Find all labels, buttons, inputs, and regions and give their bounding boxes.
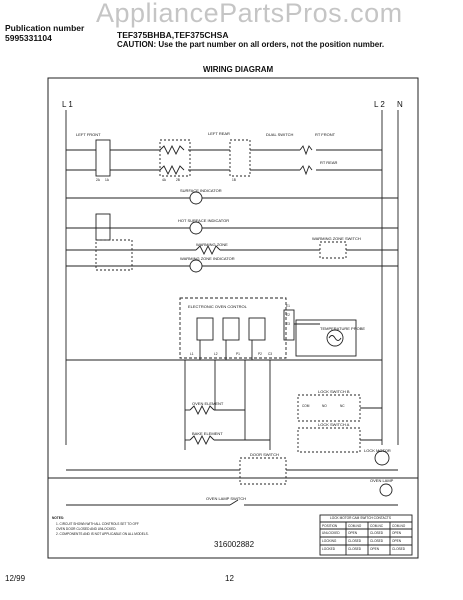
terminal-label: 2A <box>96 178 100 182</box>
label-left-rear: LEFT REAR <box>208 131 230 136</box>
lock-table-cell: UNLOCKED <box>322 531 340 535</box>
lock-table-header: COM-NC <box>370 524 384 528</box>
lock-table-cell: LOCKED <box>322 547 336 551</box>
label-bake-element: BAKE ELEMENT <box>192 431 223 436</box>
rail-label-l1: L 1 <box>62 100 73 109</box>
label-right-rear: RT REAR <box>320 160 338 165</box>
terminal-label: 4A <box>162 178 166 182</box>
lock-table-cell: CLOSED <box>348 539 362 543</box>
label-left-front: LEFT FRONT <box>76 132 101 137</box>
terminal-label: COM <box>302 404 310 408</box>
terminal-label: 1B <box>232 178 236 182</box>
lock-table-header: COM-NO <box>348 524 362 528</box>
label-warming-zone: WARMING ZONE <box>196 242 228 247</box>
diagram-title: WIRING DIAGRAM <box>203 65 274 74</box>
rail-label-n: N <box>397 100 403 109</box>
model-numbers: TEF375BHBA,TEF375CHSA <box>117 30 229 40</box>
lock-table-cell: OPEN <box>392 531 402 535</box>
terminal-label: C3 <box>268 352 273 356</box>
label-warming-zone-switch: WARMING ZONE SWITCH <box>312 236 361 241</box>
terminal-label: E2 <box>286 313 290 317</box>
terminal-label: L1 <box>190 352 194 356</box>
label-electronic-oven-control: ELECTRONIC OVEN CONTROL <box>188 304 247 309</box>
footer-date: 12/99 <box>5 574 26 583</box>
lock-table-cell: CLOSED <box>348 547 362 551</box>
publication-label: Publication number <box>5 23 85 33</box>
drawing-number: 316002882 <box>214 540 255 549</box>
label-dual-switch: DUAL SWITCH <box>266 132 294 137</box>
terminal-label: NO <box>322 404 327 408</box>
terminal-label: E1 <box>286 304 290 308</box>
label-surface-indicator: SURFACE INDICATOR <box>180 188 222 193</box>
caution-note: CAUTION: Use the part number on all orde… <box>117 40 385 49</box>
lock-table-cell: LOCKING <box>322 539 337 543</box>
label-lock-switch-a: LOCK SWITCH A <box>318 422 350 427</box>
label-oven-lamp-switch: OVEN LAMP SWITCH <box>206 496 247 501</box>
note-line: 1. CIRCUIT SHOWN WITH ALL CONTROLS SET T… <box>56 522 139 526</box>
lock-table-cell: CLOSED <box>370 531 384 535</box>
terminal-label: NC <box>340 404 345 408</box>
lock-table-title: LOCK MOTOR CAM SWITCH CONTACTS <box>330 516 391 520</box>
note-line: 2. COMPONENTS AND IS NOT APPLICABLE ON A… <box>56 532 149 536</box>
terminal-label: L2 <box>214 352 218 356</box>
lock-table-cell: OPEN <box>348 531 358 535</box>
lock-table-cell: CLOSED <box>392 547 406 551</box>
lock-table-cell: OPEN <box>370 547 380 551</box>
label-lock-motor: LOCK MOTOR <box>364 448 391 453</box>
terminal-label: E3 <box>286 322 290 326</box>
lock-table-cell: OPEN <box>392 539 402 543</box>
terminal-label: 1A <box>105 178 109 182</box>
publication-number: 5995331104 <box>5 33 52 43</box>
terminal-label: P2 <box>258 352 262 356</box>
label-right-front: RT FRONT <box>315 132 336 137</box>
label-warming-zone-indicator: WARMING ZONE INDICATOR <box>180 256 235 261</box>
label-hot-surface-indicator: HOT SURFACE INDICATOR <box>178 218 230 223</box>
terminal-label: 2B <box>176 178 180 182</box>
label-oven-element: OVEN ELEMENT <box>192 401 224 406</box>
label-door-switch: DOOR SWITCH <box>250 452 279 457</box>
watermark-text: AppliancePartsPros.com <box>96 0 403 28</box>
label-lock-switch-b: LOCK SWITCH B <box>318 389 350 394</box>
label-temperature-probe: TEMPERATURE PROBE <box>320 326 366 331</box>
footer-page-number: 12 <box>225 574 234 583</box>
label-oven-lamp: OVEN LAMP <box>370 478 394 483</box>
terminal-label: P1 <box>236 352 240 356</box>
note-line: OVEN DOOR CLOSED AND UNLOCKED. <box>56 527 117 531</box>
lock-table-header: COM-NO <box>392 524 406 528</box>
lock-table-cell: CLOSED <box>370 539 384 543</box>
notes-label: NOTES: <box>52 516 65 520</box>
lock-table-header: POSITION <box>322 524 338 528</box>
rail-label-l2: L 2 <box>374 100 385 109</box>
